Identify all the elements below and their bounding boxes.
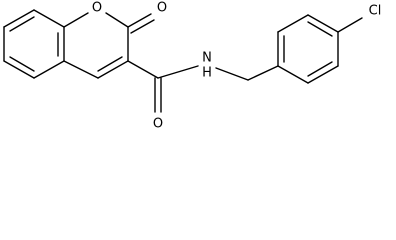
atom-labels: O O O N H Cl — [92, 1, 381, 132]
ring-oxygen-label: O — [92, 1, 102, 16]
carbonyl-oxygen-label: O — [157, 1, 167, 16]
bond — [157, 65, 199, 79]
amide-hydrogen-label: H — [202, 66, 212, 81]
bond — [215, 67, 249, 81]
bond — [97, 56, 123, 72]
bond — [277, 65, 309, 84]
bond — [130, 19, 155, 34]
bond — [63, 12, 89, 28]
bond — [277, 14, 309, 33]
bond — [9, 56, 35, 72]
bond — [33, 9, 65, 28]
bond — [3, 60, 35, 79]
bond — [105, 12, 129, 28]
bond — [307, 14, 339, 33]
amide-oxygen-label: O — [153, 117, 163, 132]
chemical-structure: O O O N H Cl — [3, 1, 381, 132]
bond — [127, 60, 159, 79]
bond — [247, 65, 279, 81]
bond — [3, 9, 35, 28]
bond — [307, 21, 333, 37]
bond — [127, 13, 152, 28]
bond — [63, 60, 99, 79]
bonds — [3, 9, 363, 113]
bond — [9, 16, 35, 32]
bond — [97, 60, 129, 79]
bond — [33, 60, 65, 79]
bond — [307, 65, 339, 84]
bond — [337, 17, 363, 33]
chlorine-label: Cl — [369, 4, 382, 19]
bond — [307, 61, 333, 77]
amide-nitrogen-label: N — [202, 51, 212, 66]
